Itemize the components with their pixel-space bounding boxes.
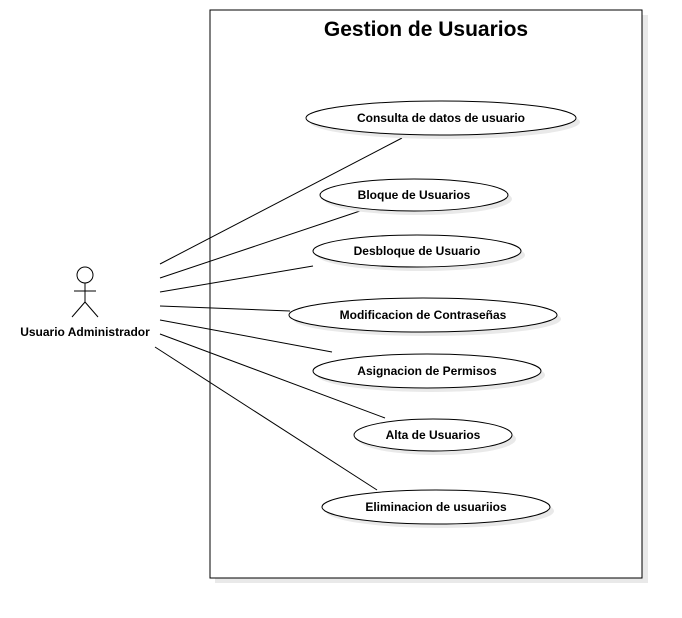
actor-label: Usuario Administrador	[20, 325, 150, 339]
use-case-consulta: Consulta de datos de usuario	[305, 100, 580, 139]
use-case-label: Consulta de datos de usuario	[357, 111, 525, 125]
actor-left-leg	[71, 301, 86, 318]
use-case-label: Modificacion de Contraseñas	[340, 308, 507, 322]
use-case-ellipse	[321, 489, 551, 525]
association-line-desbloque	[159, 265, 314, 293]
use-case-label: Bloque de Usuarios	[358, 188, 471, 202]
use-case-eliminacion: Eliminacion de usuariios	[321, 489, 554, 528]
use-case-asignacion: Asignacion de Permisos	[312, 353, 545, 392]
use-case-alta: Alta de Usuarios	[353, 418, 516, 455]
association-line-eliminacion	[154, 346, 378, 491]
use-case-bloque: Bloque de Usuarios	[319, 178, 512, 215]
use-case-label: Desbloque de Usuario	[354, 244, 481, 258]
association-line-modificacion	[159, 305, 291, 312]
use-case-modificacion: Modificacion de Contraseñas	[288, 297, 561, 336]
use-case-ellipse	[319, 178, 509, 212]
actor-head	[76, 266, 94, 284]
use-case-label: Eliminacion de usuariios	[365, 500, 507, 514]
use-case-ellipse	[288, 297, 558, 333]
associations	[154, 137, 403, 491]
use-case-ellipse	[312, 353, 542, 389]
use-case-ellipse	[312, 234, 522, 268]
use-case-label: Alta de Usuarios	[386, 428, 481, 442]
stick-figure-icon	[71, 266, 99, 318]
use-case-desbloque: Desbloque de Usuario	[312, 234, 525, 271]
actor-right-leg	[84, 301, 99, 318]
use-case-label: Asignacion de Permisos	[357, 364, 497, 378]
use-case-ellipse	[353, 418, 513, 452]
association-line-bloque	[159, 210, 361, 279]
use-case-ellipse	[305, 100, 577, 136]
actor: Usuario Administrador	[20, 266, 150, 339]
association-line-alta	[159, 333, 386, 419]
association-line-consulta	[159, 137, 403, 265]
system-title: Gestion de Usuarios	[324, 18, 528, 41]
association-line-asignacion	[159, 319, 333, 353]
